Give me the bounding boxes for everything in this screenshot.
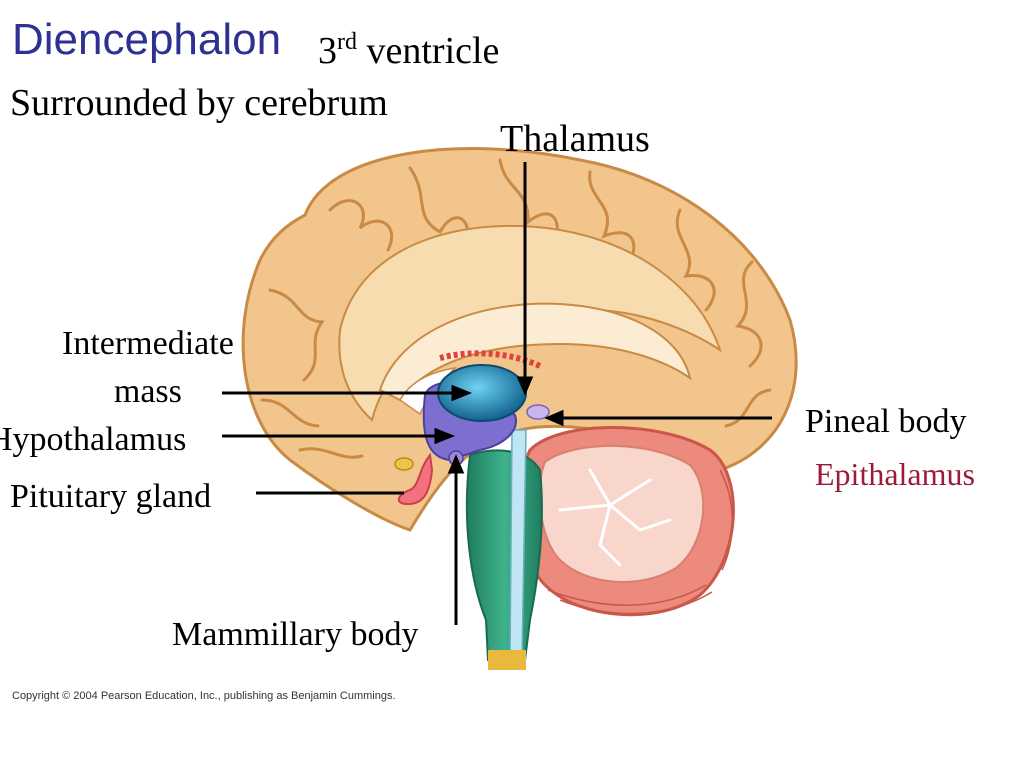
third-ventricle-suffix: rd (337, 29, 357, 55)
intermediate-mass-label: Intermediate mass (62, 320, 234, 415)
copyright-notice: Copyright © 2004 Pearson Education, Inc.… (12, 690, 396, 702)
intermediate-mass-line2: mass (113, 372, 182, 410)
epithalamus-label: Epithalamus (815, 456, 975, 492)
choroid-plexus (439, 350, 542, 369)
pituitary-region (397, 452, 434, 506)
mammillary-body-label: Mammillary body (172, 616, 419, 653)
intermediate-mass-line1: Intermediate (62, 325, 234, 362)
pituitary-gland-label: Pituitary gland (10, 478, 212, 515)
optic-chiasm (394, 457, 414, 471)
page-title: Diencephalon (12, 15, 282, 64)
thalamus-label: Thalamus (500, 118, 650, 160)
cerebellum (517, 426, 735, 617)
mammillary-leader (447, 454, 465, 625)
third-ventricle-label: 3rd ventricle (318, 29, 500, 72)
hypothalamus-leader (222, 427, 456, 445)
surrounded-note: Surrounded by cerebrum (10, 82, 388, 124)
third-ventricle-word: ventricle (366, 30, 500, 72)
thalamus-leader (516, 162, 534, 396)
pineal-region (526, 404, 550, 420)
hypothalamus-label: Hypothalamus (0, 421, 187, 458)
intermediate-mass-leader (222, 384, 473, 402)
pineal-leader (544, 409, 772, 427)
third-ventricle-number: 3 (318, 30, 337, 72)
brainstem (465, 429, 543, 670)
pineal-body-label: Pineal body (805, 403, 967, 440)
